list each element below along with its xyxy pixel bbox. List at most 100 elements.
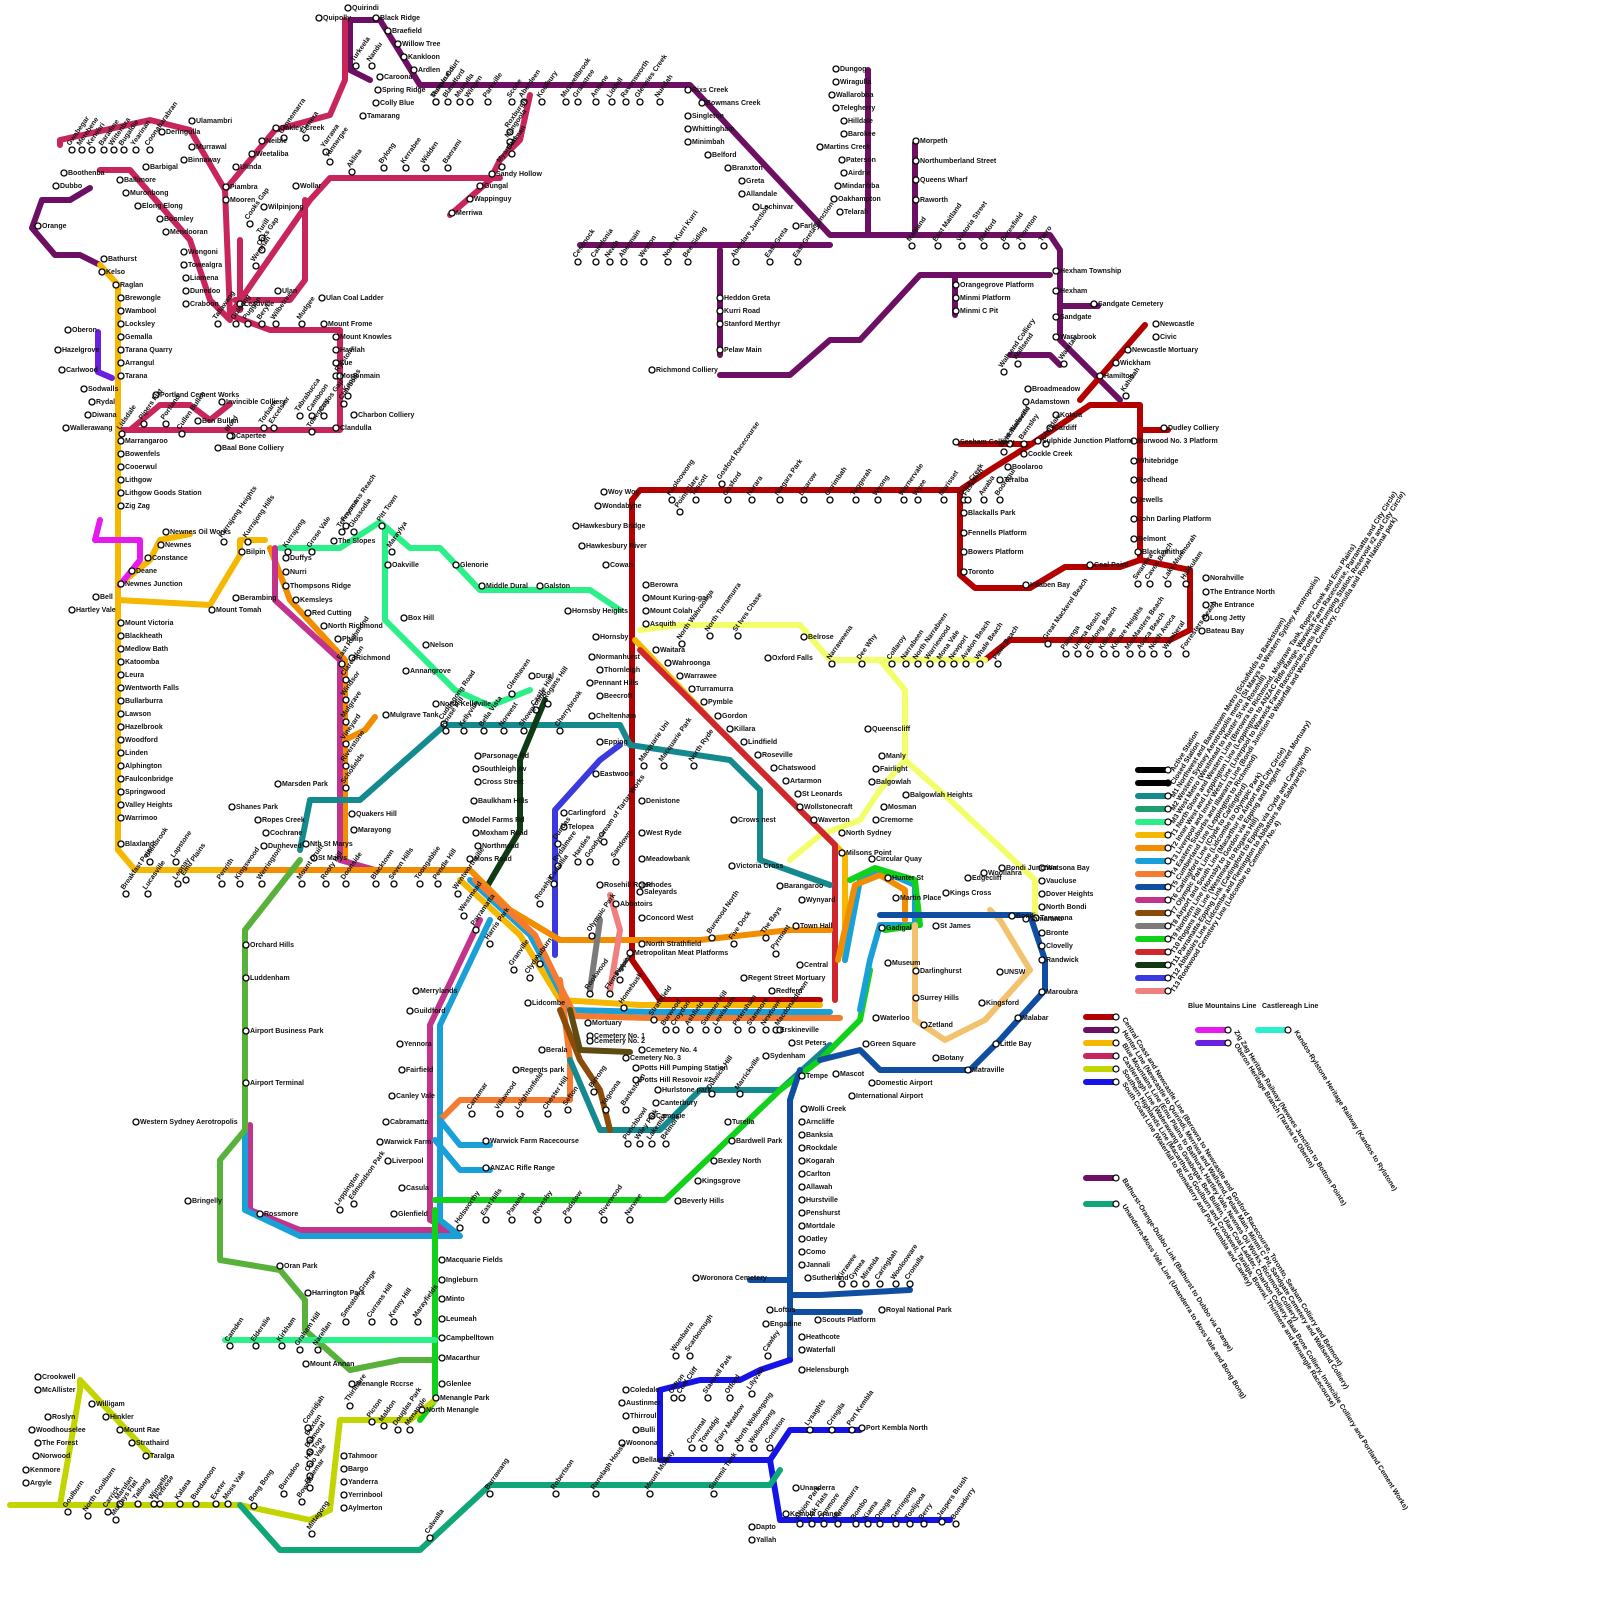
station-marker[interactable] [117,502,125,510]
station-marker[interactable] [176,1500,184,1508]
station-marker[interactable] [642,607,650,615]
station-marker[interactable] [508,690,516,698]
station-marker[interactable] [1074,650,1082,658]
station-marker[interactable] [920,1520,928,1528]
station-marker[interactable] [188,143,196,151]
station-marker[interactable] [708,934,716,942]
station-marker[interactable] [310,854,318,862]
station-marker[interactable] [182,287,190,295]
station-marker[interactable] [342,880,350,888]
station-marker[interactable] [962,660,970,668]
station-marker[interactable] [1014,360,1022,368]
station-marker[interactable] [792,1484,800,1492]
station-marker[interactable] [352,62,360,70]
station-marker[interactable] [232,594,240,602]
station-marker[interactable] [880,803,888,811]
station-marker[interactable] [340,1491,348,1499]
station-marker[interactable] [117,489,125,497]
station-marker[interactable] [1202,601,1210,609]
station-marker[interactable] [660,762,668,770]
station-marker[interactable] [960,529,968,537]
station-marker[interactable] [152,391,160,399]
station-marker[interactable] [378,522,386,530]
station-marker[interactable] [686,1026,694,1034]
station-marker[interactable] [938,660,946,668]
station-marker[interactable] [638,940,646,948]
station-marker[interactable] [34,222,42,230]
station-marker[interactable] [1022,581,1030,589]
station-marker[interactable] [884,959,892,967]
station-marker[interactable] [636,888,644,896]
station-marker[interactable] [302,1360,310,1368]
station-marker[interactable] [1100,650,1108,658]
station-marker[interactable] [902,660,910,668]
station-marker[interactable] [180,248,188,256]
station-marker[interactable] [800,633,808,641]
station-marker[interactable] [390,880,398,888]
station-marker[interactable] [612,858,620,866]
station-marker[interactable] [340,1478,348,1486]
station-marker[interactable] [994,660,1002,668]
station-marker[interactable] [596,666,604,674]
station-marker[interactable] [368,1418,376,1426]
station-marker[interactable] [426,1534,434,1542]
station-marker[interactable] [958,242,966,250]
station-marker[interactable] [638,797,646,805]
station-marker[interactable] [506,128,514,136]
station-marker[interactable] [134,202,142,210]
station-marker[interactable] [212,1500,220,1508]
station-marker[interactable] [482,1164,490,1172]
station-marker[interactable] [864,725,872,733]
station-marker[interactable] [472,926,480,934]
station-marker[interactable] [648,1112,656,1120]
station-marker[interactable] [334,635,342,643]
station-marker[interactable] [228,803,236,811]
station-marker[interactable] [117,697,125,705]
station-marker[interactable] [728,862,736,870]
station-marker[interactable] [470,797,478,805]
station-marker[interactable] [858,1424,866,1432]
station-marker[interactable] [396,1040,404,1048]
station-marker[interactable] [662,1026,670,1034]
station-marker[interactable] [748,1390,756,1398]
station-marker[interactable] [724,1118,732,1126]
station-marker[interactable] [692,496,700,504]
station-marker[interactable] [506,138,514,146]
station-marker[interactable] [716,346,724,354]
station-marker[interactable] [402,164,410,172]
station-marker[interactable] [98,268,106,276]
station-marker[interactable] [1038,903,1046,911]
station-marker[interactable] [932,922,940,930]
station-marker[interactable] [942,889,950,897]
station-marker[interactable] [80,385,88,393]
station-marker[interactable] [348,810,356,818]
station-marker[interactable] [278,1342,286,1350]
station-marker[interactable] [242,974,250,982]
station-marker[interactable] [586,679,594,687]
station-marker[interactable] [1052,267,1060,275]
station-marker[interactable] [622,1106,630,1114]
station-marker[interactable] [672,1026,680,1034]
station-marker[interactable] [892,1280,900,1288]
station-marker[interactable] [117,294,125,302]
station-marker[interactable] [638,914,646,922]
station-marker[interactable] [254,816,262,824]
station-marker[interactable] [486,940,494,948]
station-marker[interactable] [146,146,154,154]
station-marker[interactable] [710,1157,718,1165]
station-marker[interactable] [684,112,692,120]
station-marker[interactable] [338,528,346,536]
station-marker[interactable] [322,148,330,156]
station-marker[interactable] [308,1530,316,1538]
station-marker[interactable] [538,1046,546,1054]
station-marker[interactable] [336,1206,344,1214]
station-marker[interactable] [1112,359,1120,367]
station-marker[interactable] [372,14,380,22]
station-marker[interactable] [692,1274,700,1282]
station-marker[interactable] [638,829,646,837]
station-marker[interactable] [508,1216,516,1224]
station-marker[interactable] [304,1289,312,1297]
station-marker[interactable] [798,1346,806,1354]
station-marker[interactable] [752,203,760,211]
station-marker[interactable] [274,287,282,295]
